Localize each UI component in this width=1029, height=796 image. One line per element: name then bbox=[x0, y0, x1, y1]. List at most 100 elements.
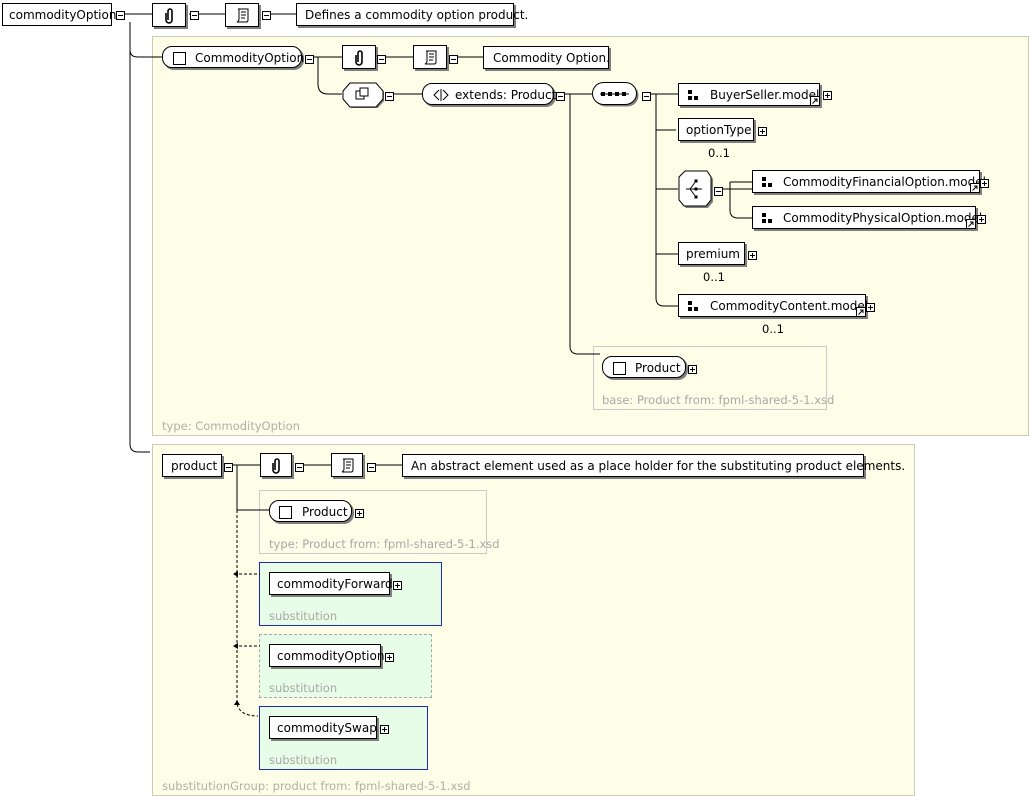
expand-icon[interactable] bbox=[688, 363, 697, 377]
paperclip-icon bbox=[272, 458, 280, 474]
type-annotation-text-box: Commodity Option. bbox=[483, 46, 610, 69]
expand-icon[interactable] bbox=[866, 301, 875, 315]
collapse-icon[interactable] bbox=[190, 9, 199, 23]
reference-arrow-icon bbox=[810, 96, 820, 106]
complex-content-icon[interactable] bbox=[342, 82, 384, 108]
base-caption: base: Product from: fpml-shared-5-1.xsd bbox=[602, 393, 835, 407]
collapse-icon[interactable] bbox=[116, 9, 125, 23]
buyer-seller-model-group[interactable]: BuyerSeller.model bbox=[678, 83, 820, 106]
base-name: Product bbox=[635, 361, 681, 375]
model-group-icon bbox=[688, 301, 698, 311]
commodity-forward-element[interactable]: commodityForward bbox=[269, 572, 393, 595]
choice-compositor-icon[interactable] bbox=[678, 170, 714, 210]
element-square-icon bbox=[173, 52, 186, 65]
root-annotation-text: Defines a commodity option product. bbox=[305, 8, 529, 22]
root-element-box[interactable]: commodityOption bbox=[2, 3, 116, 26]
type-element-name: CommodityOption bbox=[195, 51, 305, 65]
expand-icon[interactable] bbox=[385, 651, 394, 665]
collapse-icon[interactable] bbox=[377, 53, 386, 67]
substitution-name: commoditySwap bbox=[277, 721, 377, 735]
root-element-name: commodityOption bbox=[9, 8, 117, 22]
collapse-icon[interactable] bbox=[295, 461, 304, 475]
documentation-box[interactable] bbox=[225, 3, 259, 27]
collapse-icon[interactable] bbox=[556, 90, 565, 104]
expand-icon[interactable] bbox=[748, 249, 757, 263]
group-element-name: product bbox=[171, 459, 218, 473]
commodity-content-cardinality: 0..1 bbox=[762, 322, 784, 336]
expand-icon[interactable] bbox=[977, 213, 986, 227]
group-annotation-link-box[interactable] bbox=[260, 453, 292, 477]
expand-icon[interactable] bbox=[380, 723, 389, 737]
child-name: CommodityPhysicalOption.model bbox=[783, 211, 983, 225]
extends-product-box[interactable]: extends: Product bbox=[422, 83, 557, 105]
collapse-icon[interactable] bbox=[367, 461, 376, 475]
commodity-option-type-element[interactable]: CommodityOption bbox=[162, 46, 305, 68]
model-group-icon bbox=[762, 213, 772, 223]
collapse-icon[interactable] bbox=[305, 53, 314, 67]
child-name: CommodityContent.model bbox=[710, 299, 869, 313]
type-documentation-box[interactable] bbox=[413, 45, 447, 69]
paperclip-icon bbox=[165, 8, 173, 24]
expand-icon[interactable] bbox=[393, 579, 402, 593]
collapse-icon[interactable] bbox=[262, 9, 271, 23]
paperclip-icon bbox=[355, 50, 363, 66]
product-type-name: Product bbox=[302, 505, 348, 519]
premium-element[interactable]: premium bbox=[678, 242, 745, 265]
substitution-name: commodityForward bbox=[277, 577, 393, 591]
product-type-caption: type: Product from: fpml-shared-5-1.xsd bbox=[269, 537, 500, 551]
collapse-icon[interactable] bbox=[714, 185, 723, 199]
extension-arrows-icon bbox=[433, 89, 449, 101]
child-name: premium bbox=[686, 247, 740, 261]
commodity-physical-option-model-group[interactable]: CommodityPhysicalOption.model bbox=[752, 206, 982, 229]
annotation-link-box[interactable] bbox=[152, 3, 186, 27]
type-annotation-text: Commodity Option. bbox=[493, 51, 610, 65]
expand-icon[interactable] bbox=[823, 89, 832, 103]
base-type-panel bbox=[593, 346, 827, 410]
substitution-caption: substitution bbox=[269, 609, 338, 623]
premium-cardinality: 0..1 bbox=[703, 270, 725, 284]
type-panel bbox=[152, 36, 1029, 436]
child-name: BuyerSeller.model bbox=[710, 88, 820, 102]
expand-icon[interactable] bbox=[758, 125, 767, 139]
base-product-type[interactable]: Product bbox=[602, 356, 686, 378]
collapse-icon[interactable] bbox=[642, 90, 651, 104]
reference-arrow-icon bbox=[970, 183, 980, 193]
option-type-cardinality: 0..1 bbox=[708, 146, 730, 160]
model-group-icon bbox=[762, 177, 772, 187]
sequence-compositor-icon[interactable] bbox=[592, 82, 640, 108]
product-type-panel bbox=[259, 490, 487, 554]
child-name: CommodityFinancialOption.model bbox=[783, 175, 986, 189]
substitution-caption: substitution bbox=[269, 753, 338, 767]
child-name: optionType bbox=[686, 123, 752, 137]
expand-icon[interactable] bbox=[355, 507, 364, 521]
type-panel-caption: type: CommodityOption bbox=[162, 419, 300, 433]
collapse-icon[interactable] bbox=[224, 461, 233, 475]
model-group-icon bbox=[688, 90, 698, 100]
type-annotation-link-box[interactable] bbox=[342, 45, 376, 69]
substitution-group-caption: substitutionGroup: product from: fpml-sh… bbox=[162, 779, 471, 793]
commodity-option-element[interactable]: commodityOption bbox=[269, 644, 385, 667]
commodity-swap-element[interactable]: commoditySwap bbox=[269, 716, 377, 739]
collapse-icon[interactable] bbox=[385, 90, 394, 104]
root-annotation-text-box: Defines a commodity option product. bbox=[296, 3, 528, 26]
extends-label: extends: Product bbox=[455, 88, 557, 102]
scroll-document-icon bbox=[424, 50, 437, 65]
element-square-icon bbox=[279, 506, 292, 519]
commodity-financial-option-model-group[interactable]: CommodityFinancialOption.model bbox=[752, 170, 986, 193]
substitution-name: commodityOption bbox=[277, 649, 385, 663]
element-square-icon bbox=[613, 362, 626, 375]
reference-arrow-icon bbox=[966, 219, 976, 229]
reference-arrow-icon bbox=[856, 307, 866, 317]
expand-icon[interactable] bbox=[980, 177, 989, 191]
group-documentation-box[interactable] bbox=[331, 453, 363, 477]
substitution-caption: substitution bbox=[269, 681, 338, 695]
option-type-element[interactable]: optionType bbox=[678, 118, 754, 141]
group-annotation-text-box: An abstract element used as a place hold… bbox=[402, 454, 905, 477]
collapse-icon[interactable] bbox=[449, 53, 458, 67]
group-annotation-text: An abstract element used as a place hold… bbox=[411, 459, 906, 473]
product-element[interactable]: product bbox=[162, 454, 222, 477]
commodity-content-model-group[interactable]: CommodityContent.model bbox=[678, 294, 869, 317]
scroll-document-icon bbox=[341, 458, 354, 473]
product-type[interactable]: Product bbox=[269, 500, 352, 522]
scroll-document-icon bbox=[236, 8, 249, 23]
